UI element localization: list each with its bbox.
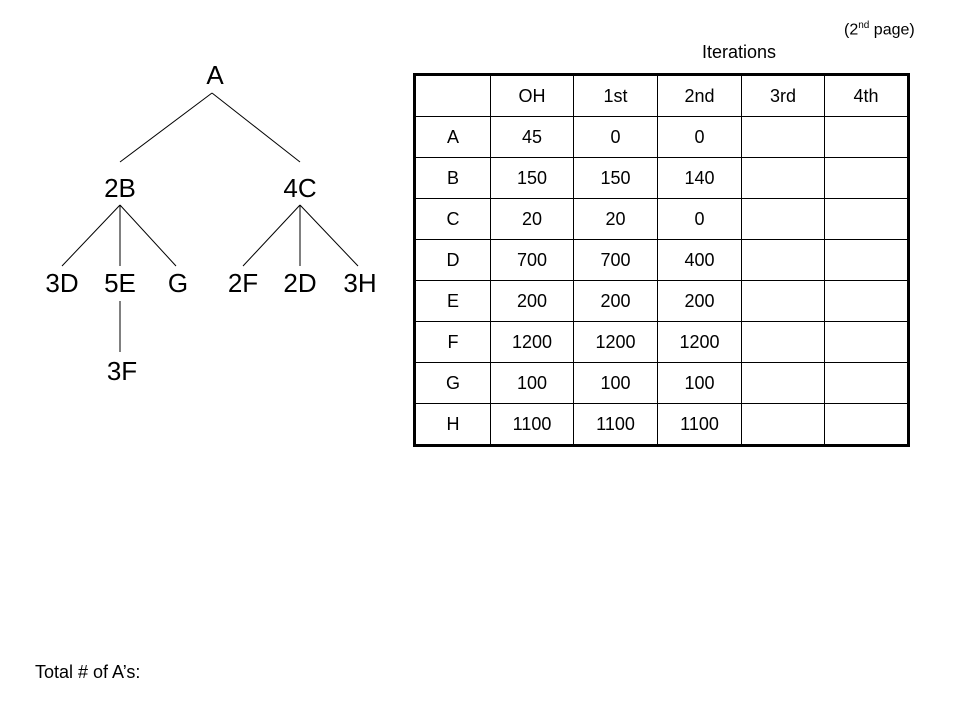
- edge-2b-3d: [61, 204, 121, 267]
- table-cell: [824, 403, 909, 446]
- page-note-prefix: (2: [844, 21, 859, 39]
- tree-node-root: A: [206, 60, 224, 90]
- table-cell: 700: [573, 239, 658, 281]
- table-cell: 0: [657, 116, 742, 158]
- page-note: (2nd page): [844, 20, 915, 39]
- iterations-label: Iterations: [702, 42, 777, 62]
- tree-node-5e: 5E: [104, 268, 136, 298]
- table-cell: 700: [490, 239, 574, 281]
- table-cell: 150: [490, 157, 574, 199]
- product-structure-tree: A 2B 4C 3D 5E G 2F 2D 3H 3F: [45, 60, 376, 386]
- table-cell: 20: [573, 198, 658, 240]
- table-cell: 200: [573, 280, 658, 322]
- table-cell: 200: [657, 280, 742, 322]
- table-row-label: B: [414, 157, 491, 199]
- tree-node-2b: 2B: [104, 173, 136, 203]
- tree-node-g: G: [168, 268, 188, 298]
- table-cell: [824, 280, 909, 322]
- table-cell: 1200: [573, 321, 658, 363]
- edge-2b-g: [119, 204, 177, 267]
- table-cell: 1100: [573, 403, 658, 446]
- table-cell: 45: [490, 116, 574, 158]
- table-cell: 400: [657, 239, 742, 281]
- table-row-label: C: [414, 198, 491, 240]
- table-header-cell: [414, 74, 491, 117]
- tree-node-2f: 2F: [228, 268, 258, 298]
- table-cell: 140: [657, 157, 742, 199]
- table-cell: 0: [573, 116, 658, 158]
- table-header-cell: OH: [490, 74, 574, 117]
- table-row-label: D: [414, 239, 491, 281]
- table-cell: [824, 157, 909, 199]
- table-cell: [741, 280, 825, 322]
- tree-node-3d: 3D: [45, 268, 78, 298]
- table-cell: [741, 198, 825, 240]
- table-header-cell: 3rd: [741, 74, 825, 117]
- tree-node-3h: 3H: [343, 268, 376, 298]
- table-cell: [824, 116, 909, 158]
- edge-a-4c: [211, 92, 301, 163]
- tree-node-3f: 3F: [107, 356, 137, 386]
- table-cell: 100: [573, 362, 658, 404]
- table-cell: 20: [490, 198, 574, 240]
- edge-4c-2f: [242, 204, 301, 267]
- table-cell: [741, 362, 825, 404]
- table-cell: [824, 239, 909, 281]
- table-cell: 0: [657, 198, 742, 240]
- table-cell: [741, 157, 825, 199]
- table-row-label: G: [414, 362, 491, 404]
- table-cell: 1200: [657, 321, 742, 363]
- table-cell: 1100: [490, 403, 574, 446]
- edge-4c-3h: [299, 204, 359, 267]
- table-cell: [741, 321, 825, 363]
- table-cell: 200: [490, 280, 574, 322]
- total-label: Total # of A’s:: [35, 662, 141, 682]
- table-cell: 100: [657, 362, 742, 404]
- table-cell: [824, 321, 909, 363]
- tree-node-2d: 2D: [283, 268, 316, 298]
- page-note-ordinal: nd: [858, 20, 870, 31]
- table-cell: 100: [490, 362, 574, 404]
- table-cell: 150: [573, 157, 658, 199]
- table-header-cell: 4th: [824, 74, 909, 117]
- table-cell: [741, 239, 825, 281]
- table-cell: 1100: [657, 403, 742, 446]
- table-row-label: F: [414, 321, 491, 363]
- table-cell: [824, 362, 909, 404]
- table-row-label: E: [414, 280, 491, 322]
- table-cell: [824, 198, 909, 240]
- tree-node-4c: 4C: [283, 173, 316, 203]
- table-cell: [741, 403, 825, 446]
- table-row-label: A: [414, 116, 491, 158]
- table-cell: [741, 116, 825, 158]
- edge-a-2b: [119, 92, 213, 163]
- table-header-cell: 1st: [573, 74, 658, 117]
- table-row-label: H: [414, 403, 491, 446]
- table-header-cell: 2nd: [657, 74, 742, 117]
- page-note-suffix: page): [869, 21, 915, 39]
- table-cell: 1200: [490, 321, 574, 363]
